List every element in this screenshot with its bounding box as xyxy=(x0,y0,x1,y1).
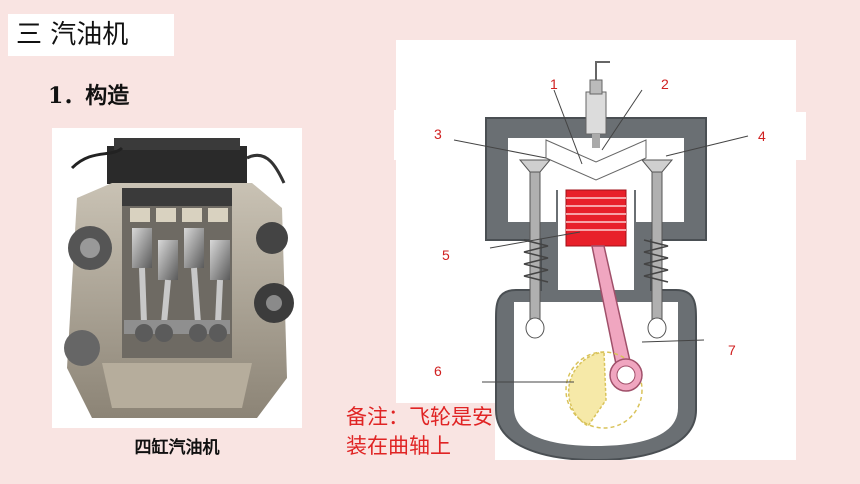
section-title: 三 汽油机 xyxy=(8,14,174,56)
part-label-4: 4 xyxy=(758,128,766,144)
four-cylinder-engine-illustration xyxy=(64,138,294,418)
engine-photo xyxy=(52,128,302,428)
part-label-5: 5 xyxy=(442,247,450,263)
note-line-2: 装在曲轴上 xyxy=(346,434,451,458)
note-line-1: 备注：飞轮是安 xyxy=(346,405,493,429)
part-label-2: 2 xyxy=(661,76,669,92)
subheading: 1．构造 xyxy=(48,83,130,109)
cross-section-drawing xyxy=(453,61,749,462)
part-label-6: 6 xyxy=(434,363,442,379)
engine-cross-section-diagram xyxy=(396,40,796,462)
part-label-7: 7 xyxy=(728,342,736,358)
photo-caption: 四缸汽油机 xyxy=(134,438,220,458)
flywheel-note: 备注：飞轮是安 装在曲轴上 xyxy=(344,403,495,461)
part-label-3: 3 xyxy=(434,126,442,142)
part-label-1: 1 xyxy=(550,76,558,92)
